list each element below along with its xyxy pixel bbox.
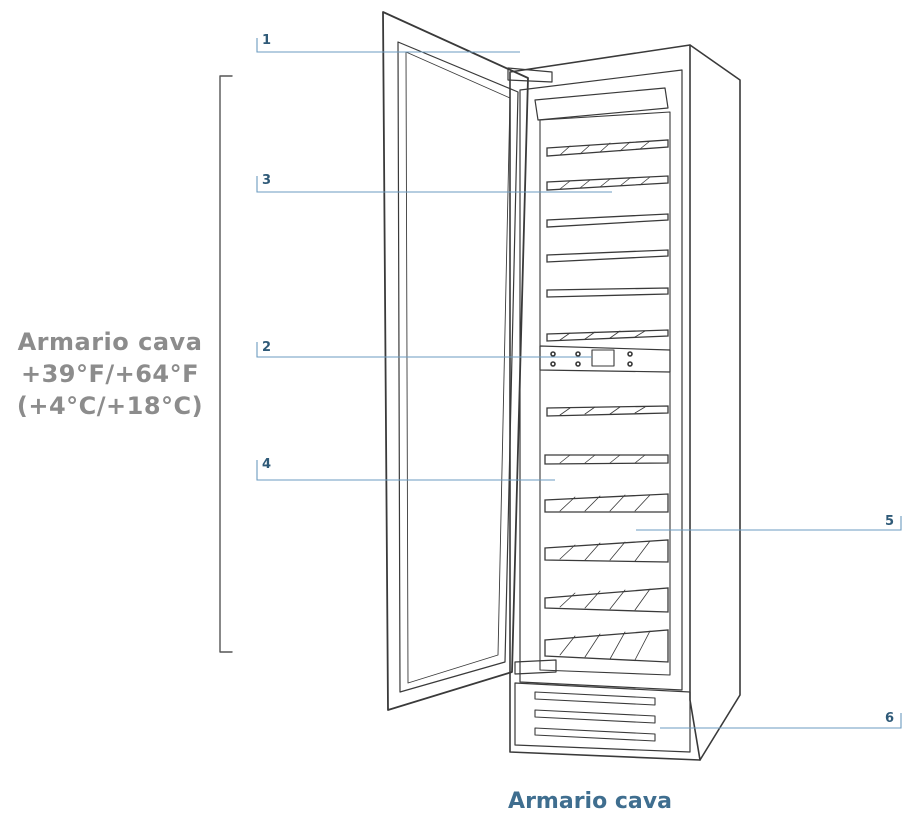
callout-leaders: [256, 38, 902, 729]
grille-slat: [534, 727, 656, 742]
shelf: [546, 249, 669, 263]
callout-2: 2: [262, 340, 272, 355]
shelves: [544, 139, 669, 663]
zone-label-line2: +39°F/+64°F: [20, 360, 200, 388]
control-button: [627, 351, 633, 357]
zone-bracket: [219, 75, 233, 653]
control-button: [627, 361, 633, 367]
cabinet-inner-frame: [519, 69, 683, 691]
hinge-top: [507, 67, 553, 83]
grille-slat: [534, 709, 656, 724]
callout-3: 3: [262, 173, 272, 188]
shelf: [546, 213, 669, 228]
leader-6: [660, 713, 902, 729]
door-outer: [382, 11, 529, 711]
shelf: [544, 539, 669, 563]
control-button: [575, 351, 581, 357]
shelf: [544, 629, 669, 663]
zone-label: Armario cava +39°F/+64°F (+4°C/+18°C): [0, 326, 220, 422]
hinge-bottom: [514, 659, 557, 675]
control-panel: [539, 345, 671, 373]
light-strip: [534, 87, 669, 121]
cabinet-front-right-edge: [689, 44, 701, 761]
callout-1: 1: [262, 33, 272, 48]
callout-4: 4: [262, 457, 272, 472]
shelf: [546, 405, 669, 417]
leader-5: [636, 516, 902, 531]
shelf: [544, 493, 669, 513]
shelf: [544, 454, 669, 465]
grille-slat: [534, 691, 656, 706]
control-button: [575, 361, 581, 367]
shelf: [544, 587, 669, 613]
leader-4: [256, 460, 555, 481]
callout-5: 5: [885, 514, 895, 529]
shelf: [546, 175, 669, 191]
control-button: [550, 351, 556, 357]
zone-label-line1: Armario cava: [17, 328, 203, 356]
control-button: [550, 361, 556, 367]
control-display: [591, 349, 615, 367]
shelf: [546, 329, 669, 342]
door-inner-frame: [397, 41, 519, 693]
caption: Armario cava: [508, 789, 672, 814]
leader-1: [256, 38, 520, 53]
callout-6: 6: [885, 711, 895, 726]
plinth: [514, 682, 691, 753]
leader-2: [256, 342, 592, 358]
leader-3: [256, 176, 612, 193]
door-glass: [405, 51, 511, 684]
cabinet-inner-opening: [539, 111, 671, 676]
shelf: [546, 139, 669, 157]
zone-label-line3: (+4°C/+18°C): [16, 392, 204, 420]
shelf: [546, 287, 669, 298]
